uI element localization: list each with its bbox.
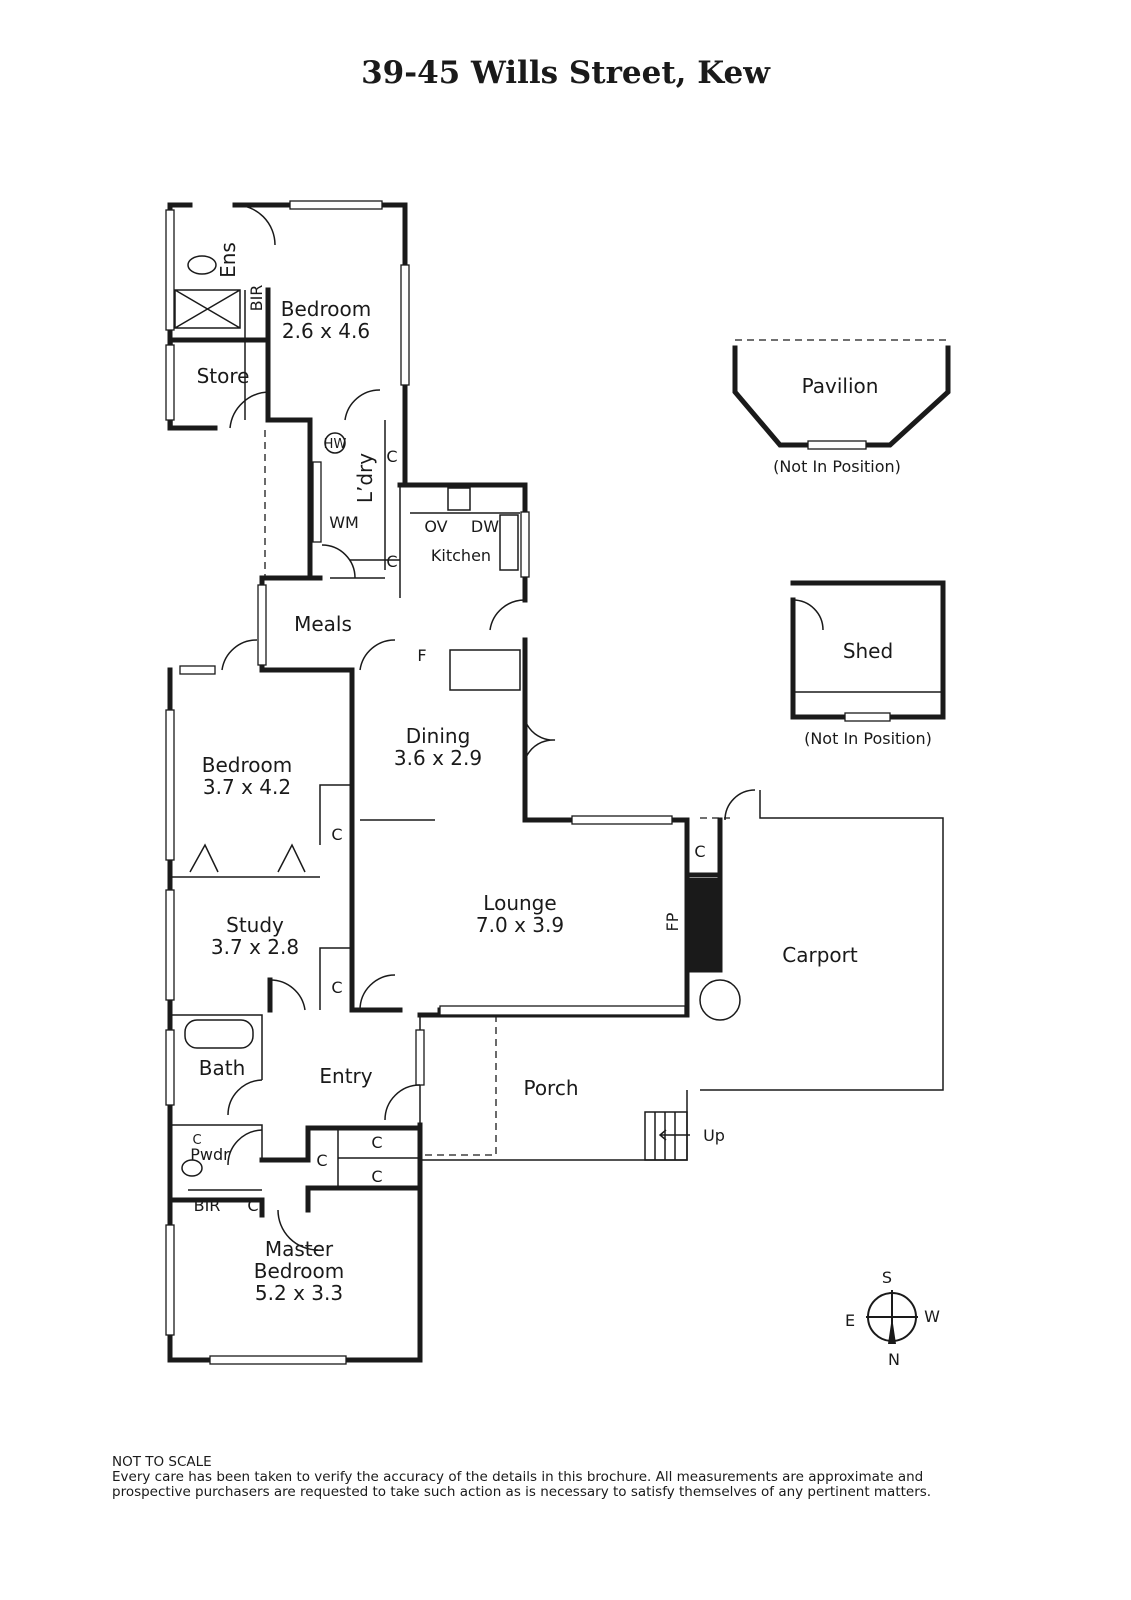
fixtures — [174, 255, 741, 1177]
room-dims-master: 5.2 x 3.3 — [255, 1281, 343, 1305]
room-label-laundry: L’dry — [353, 453, 377, 503]
cupboard-label: C — [316, 1151, 327, 1170]
cupboard-label: C — [386, 552, 397, 571]
cupboard-label: C — [331, 825, 342, 844]
room-label-porch: Porch — [523, 1076, 578, 1100]
room-label-study: Study — [226, 913, 284, 937]
hot-water-icon — [324, 432, 346, 454]
room-label-bir: BIR — [247, 285, 266, 312]
compass-w: W — [924, 1307, 940, 1326]
cupboard-label: C — [247, 1196, 258, 1215]
room-label-pavilion: Pavilion — [802, 374, 879, 398]
compass-s: S — [882, 1268, 892, 1287]
doors — [189, 204, 824, 1251]
room-label-bedroom-2: Bedroom — [202, 753, 292, 777]
room-label-powder: Pwdr — [190, 1145, 230, 1164]
shed-note: (Not In Position) — [804, 729, 932, 748]
room-label-meals: Meals — [294, 612, 352, 636]
cupboard-label: C — [386, 447, 397, 466]
cupboard-label: C — [331, 978, 342, 997]
room-label-entry: Entry — [319, 1064, 372, 1088]
room-dims-bedroom-2: 3.7 x 4.2 — [203, 775, 291, 799]
dishwasher-label: DW — [471, 517, 499, 536]
fireplace-icon — [687, 878, 720, 970]
toilet-icon — [187, 255, 217, 275]
room-label-lounge: Lounge — [483, 891, 556, 915]
cupboard-label: C — [694, 842, 705, 861]
stairs-icon — [644, 1111, 688, 1161]
room-label-carport: Carport — [782, 943, 858, 967]
shed-outline — [790, 580, 946, 720]
stairs-up-label: Up — [703, 1126, 725, 1145]
room-label-bedroom-1: Bedroom — [281, 297, 371, 321]
room-label-store: Store — [197, 364, 250, 388]
wm-label: WM — [329, 513, 359, 532]
tree-icon — [699, 979, 741, 1021]
disclaimer-line: Every care has been taken to verify the … — [112, 1469, 924, 1485]
bathtub-icon — [184, 1019, 254, 1049]
shower-icon — [174, 289, 241, 329]
compass-n: N — [888, 1350, 900, 1369]
page-title: 39-45 Wills Street, Kew — [361, 55, 770, 91]
disclaimer: NOT TO SCALE Every care has been taken t… — [112, 1455, 931, 1500]
windows — [165, 200, 686, 1365]
interior-lines — [170, 290, 944, 1191]
dashed-lines — [264, 339, 948, 1156]
compass-e: E — [845, 1311, 855, 1330]
room-label-master-2: Bedroom — [254, 1259, 344, 1283]
room-dims-bedroom-1: 2.6 x 4.6 — [282, 319, 370, 343]
room-label-kitchen: Kitchen — [431, 546, 491, 565]
room-dims-lounge: 7.0 x 3.9 — [476, 913, 564, 937]
cupboard-label: C — [371, 1167, 382, 1186]
room-dims-study: 3.7 x 2.8 — [211, 935, 299, 959]
room-label-bath: Bath — [199, 1056, 246, 1080]
pavilion-note: (Not In Position) — [773, 457, 901, 476]
room-label-dining: Dining — [406, 724, 471, 748]
disclaimer-line: prospective purchasers are requested to … — [112, 1484, 932, 1500]
hw-label: HW — [324, 437, 347, 452]
room-dims-dining: 3.6 x 2.9 — [394, 746, 482, 770]
room-label-master-1: Master — [265, 1237, 334, 1261]
oven-label: OV — [424, 517, 447, 536]
room-label-ens: Ens — [216, 242, 240, 278]
room-label-shed: Shed — [843, 639, 893, 663]
cooktop-icon — [447, 487, 471, 511]
fridge-label: F — [417, 646, 426, 665]
sink-icon — [499, 514, 519, 571]
not-to-scale: NOT TO SCALE — [112, 1454, 212, 1470]
compass-icon: S W N E — [845, 1268, 940, 1369]
fireplace-label: FP — [663, 912, 682, 931]
room-label-bir-master: BIR — [194, 1196, 221, 1215]
cupboard-label: C — [371, 1133, 382, 1152]
cupboard-label: C — [192, 1133, 201, 1148]
